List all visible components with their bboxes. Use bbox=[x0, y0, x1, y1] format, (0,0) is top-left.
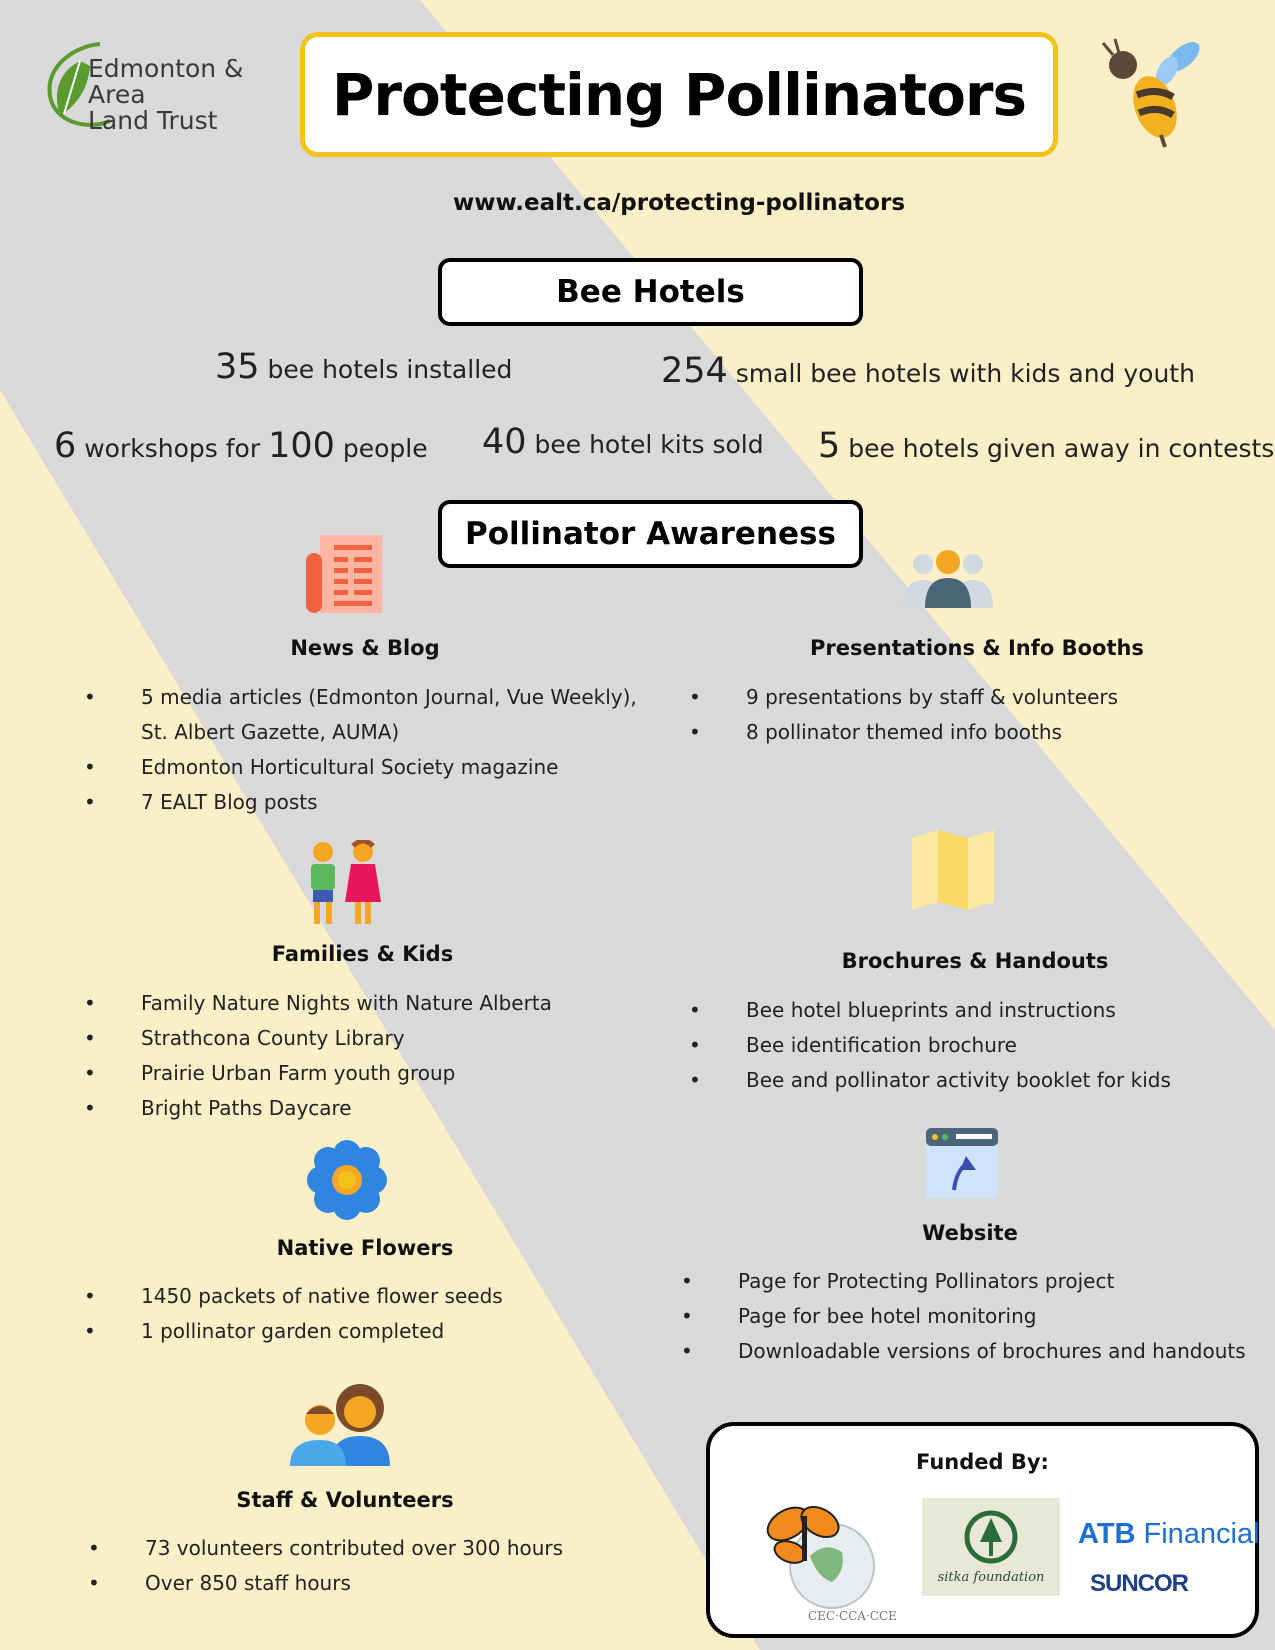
suncor-logo: SUNCOR bbox=[1090, 1570, 1189, 1598]
list-item: •5 media articles (Edmonton Journal, Vue… bbox=[84, 685, 637, 744]
suncor-logo-text: SUNCOR bbox=[1090, 1570, 1189, 1597]
stat-number-people: 100 bbox=[268, 426, 335, 466]
list-item: •8 pollinator themed info booths bbox=[689, 720, 1062, 744]
bee-hotels-heading: Bee Hotels bbox=[438, 258, 863, 326]
audience-icon bbox=[903, 550, 993, 608]
atb-logo-text: ATB bbox=[1078, 1518, 1136, 1550]
website-upload-icon bbox=[926, 1128, 998, 1198]
native-flowers-title: Native Flowers bbox=[276, 1236, 454, 1260]
staff-volunteers-title: Staff & Volunteers bbox=[236, 1488, 454, 1512]
presentations-title: Presentations & Info Booths bbox=[810, 636, 1144, 660]
list-item: •Bee and pollinator activity booklet for… bbox=[689, 1068, 1171, 1092]
list-item: •Prairie Urban Farm youth group bbox=[84, 1061, 456, 1085]
atb-financial-text: Financial bbox=[1143, 1518, 1260, 1550]
list-item: •Bee identification brochure bbox=[689, 1033, 1017, 1057]
kids-icon bbox=[311, 840, 381, 924]
stat-small-bee-hotels: 254 small bee hotels with kids and youth bbox=[661, 351, 1195, 391]
stat-number: 35 bbox=[215, 347, 260, 387]
brochures-title: Brochures & Handouts bbox=[841, 949, 1109, 973]
list-item: •Page for bee hotel monitoring bbox=[681, 1304, 1037, 1328]
list-item: •Edmonton Horticultural Society magazine bbox=[84, 755, 559, 779]
list-item: •Bee hotel blueprints and instructions bbox=[689, 998, 1116, 1022]
stat-kits-sold: 40 bee hotel kits sold bbox=[482, 422, 764, 462]
atb-financial-logo: ATB Financial bbox=[1078, 1518, 1260, 1551]
pollinator-awareness-heading: Pollinator Awareness bbox=[438, 500, 863, 568]
list-item: •1450 packets of native flower seeds bbox=[84, 1284, 503, 1308]
list-item: •73 volunteers contributed over 300 hour… bbox=[88, 1536, 564, 1560]
funders-panel: Funded By: CEC·CCA·CCE sitka foundation … bbox=[706, 1422, 1260, 1638]
map-brochure-icon bbox=[912, 830, 994, 910]
list-item: •Strathcona County Library bbox=[84, 1026, 405, 1050]
website-list: •Page for Protecting Pollinators project… bbox=[681, 1264, 1258, 1369]
stat-workshops: 6 workshops for 100 people bbox=[54, 426, 428, 466]
stat-label: bee hotel kits sold bbox=[534, 430, 764, 459]
funded-by-title: Funded By: bbox=[916, 1450, 1049, 1474]
list-item: •7 EALT Blog posts bbox=[84, 790, 318, 814]
news-blog-list: •5 media articles (Edmonton Journal, Vue… bbox=[84, 680, 661, 820]
stat-label: bee hotels given away in contests bbox=[848, 434, 1275, 463]
stat-number: 254 bbox=[661, 351, 728, 391]
project-url[interactable]: www.ealt.ca/protecting-pollinators bbox=[452, 190, 906, 216]
people-icon bbox=[290, 1384, 390, 1466]
stat-label: bee hotels installed bbox=[267, 355, 513, 384]
bee-icon bbox=[1101, 38, 1200, 148]
presentations-list: •9 presentations by staff & volunteers •… bbox=[689, 680, 1246, 750]
tree-icon bbox=[964, 1510, 1018, 1564]
page-title: Protecting Pollinators bbox=[331, 60, 1027, 129]
list-item: •Over 850 staff hours bbox=[88, 1571, 351, 1595]
brochures-list: •Bee hotel blueprints and instructions •… bbox=[689, 993, 1256, 1098]
sitka-foundation-text: sitka foundation bbox=[937, 1570, 1045, 1585]
org-name-line2: Land Trust bbox=[88, 106, 218, 135]
families-kids-title: Families & Kids bbox=[271, 942, 454, 966]
stat-contests: 5 bee hotels given away in contests bbox=[818, 426, 1274, 466]
stat-number: 6 bbox=[54, 426, 77, 466]
families-kids-list: •Family Nature Nights with Nature Albert… bbox=[84, 986, 661, 1126]
title-banner: Protecting Pollinators bbox=[300, 32, 1058, 157]
flower-icon bbox=[307, 1140, 387, 1220]
list-item: •Family Nature Nights with Nature Albert… bbox=[84, 991, 552, 1015]
list-item: •9 presentations by staff & volunteers bbox=[689, 685, 1119, 709]
org-name-line1: Edmonton & Area bbox=[88, 54, 244, 109]
cec-logo-text: CEC·CCA·CCE bbox=[808, 1609, 897, 1623]
newspaper-icon bbox=[306, 535, 382, 613]
list-item: •Downloadable versions of brochures and … bbox=[681, 1339, 1246, 1363]
sitka-foundation-logo: sitka foundation bbox=[922, 1498, 1060, 1596]
list-item: •Page for Protecting Pollinators project bbox=[681, 1269, 1115, 1293]
stat-label: workshops for bbox=[84, 434, 261, 463]
stat-label-people: people bbox=[342, 434, 428, 463]
list-item: •1 pollinator garden completed bbox=[84, 1319, 445, 1343]
native-flowers-list: •1450 packets of native flower seeds •1 … bbox=[84, 1279, 661, 1349]
cec-butterfly-globe-logo: CEC·CCA·CCE bbox=[766, 1505, 897, 1623]
stat-number: 5 bbox=[818, 426, 841, 466]
org-logo: Edmonton & Area Land Trust bbox=[40, 36, 290, 135]
list-item: •Bright Paths Daycare bbox=[84, 1096, 352, 1120]
stat-label: small bee hotels with kids and youth bbox=[735, 359, 1195, 388]
news-blog-title: News & Blog bbox=[290, 636, 440, 660]
stat-bee-hotels-installed: 35 bee hotels installed bbox=[215, 347, 512, 387]
staff-volunteers-list: •73 volunteers contributed over 300 hour… bbox=[88, 1531, 665, 1601]
stat-number: 40 bbox=[482, 422, 527, 462]
leaf-logo-icon bbox=[47, 42, 111, 127]
website-title: Website bbox=[922, 1221, 1018, 1245]
